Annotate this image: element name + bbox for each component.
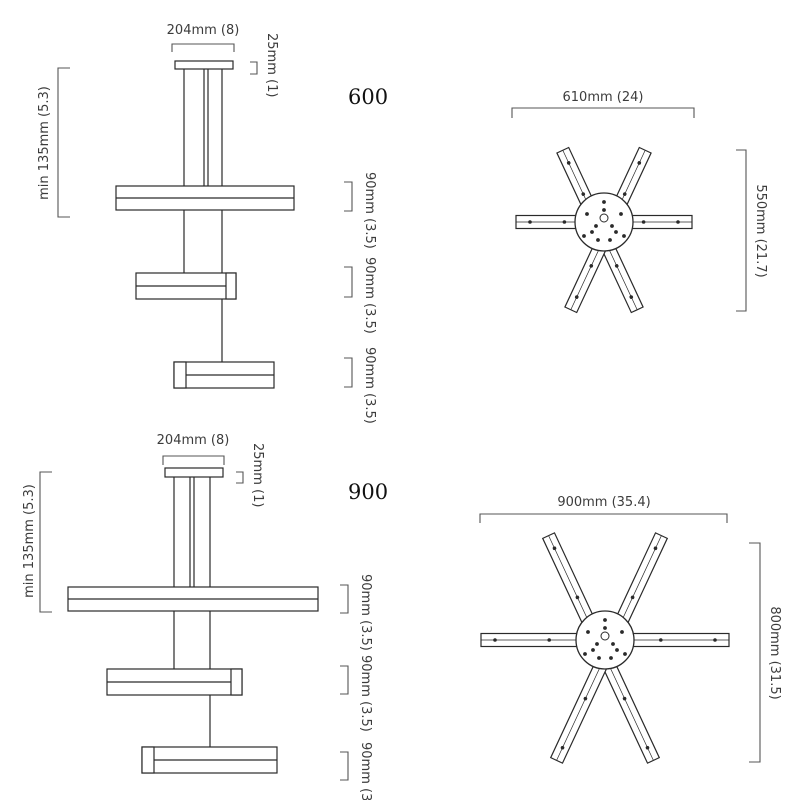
- plan-depth-label: 550mm (21.7): [753, 184, 768, 277]
- screw-hole: [547, 638, 551, 642]
- hub-center-hole: [599, 213, 609, 223]
- screw-hole: [713, 638, 717, 642]
- screw-hole: [614, 264, 619, 268]
- star-light-arms: [480, 532, 730, 764]
- hub-screw-hole: [586, 630, 590, 634]
- screw-hole: [629, 295, 634, 299]
- screw-hole: [589, 264, 594, 268]
- canopy-height-dimension-line: [236, 471, 244, 484]
- canopy-width-dimension-line: [162, 455, 225, 465]
- screw-hole: [641, 220, 646, 224]
- hub-screw-hole: [582, 234, 586, 238]
- screw-hole: [630, 595, 635, 600]
- hub-screw-hole: [619, 212, 623, 216]
- hub-center-hole: [600, 631, 610, 641]
- min-drop-dimension-line: [57, 67, 70, 218]
- tier-height-dimension-line: [344, 181, 353, 212]
- canopy-height-dimension-line: [250, 61, 258, 75]
- plan-depth-dimension-line: [736, 149, 747, 312]
- canopy-width-label: 204mm (8): [157, 433, 230, 448]
- tier-height-label-3: 90mm (3.5): [358, 742, 373, 800]
- hub-screw-hole: [596, 238, 600, 242]
- hub-screw-hole: [583, 652, 587, 656]
- screw-hole: [645, 745, 650, 750]
- screw-hole: [562, 220, 567, 224]
- plan-width-dimension-line: [479, 513, 728, 523]
- screw-hole: [493, 638, 497, 642]
- canopy-height-label: 25mm (1): [264, 33, 279, 97]
- hub-screw-hole: [622, 234, 626, 238]
- plan-width-label: 900mm (35.4): [557, 495, 650, 510]
- screw-hole: [659, 638, 663, 642]
- plan-view-900: 900mm (35.4) 800mm (31.5): [479, 495, 782, 764]
- plan-width-dimension-line: [511, 107, 695, 118]
- model-label: 600: [348, 85, 388, 109]
- screw-hole: [583, 696, 588, 701]
- tier-height-dimension-line: [340, 584, 349, 614]
- min-drop-label: min 135mm (5.3): [22, 484, 37, 598]
- hub-screw-hole: [614, 230, 618, 234]
- hub-screw-hole: [585, 212, 589, 216]
- elevation-900: 204mm (8) 25mm (1) min 135mm (5.3) 90mm …: [22, 433, 373, 800]
- star-light-arms: [515, 146, 693, 314]
- plan-depth-label: 800mm (31.5): [767, 606, 782, 699]
- model-label: 900: [348, 480, 388, 504]
- variant-600: 204mm (8) 25mm (1) min 135mm (5.3): [37, 23, 768, 424]
- hub-screw-hole: [602, 200, 606, 204]
- tier-height-dimension-line: [340, 665, 349, 695]
- light-bar-end-cap: [141, 746, 155, 774]
- screw-hole: [528, 220, 532, 224]
- canopy-height-label: 25mm (1): [250, 443, 265, 507]
- screw-hole: [581, 192, 586, 196]
- hub-screw-hole: [623, 652, 627, 656]
- hub-screw-hole: [597, 656, 601, 660]
- hub-screw-hole: [595, 642, 599, 646]
- hub-screw-hole: [603, 626, 607, 630]
- light-bar-end-cap: [230, 668, 243, 696]
- variant-900: 204mm (8) 25mm (1) min 135mm (5.3) 90mm …: [22, 433, 782, 800]
- light-bar-end-cap: [225, 272, 237, 300]
- hub-screw-hole: [609, 656, 613, 660]
- screw-hole: [622, 696, 627, 701]
- tier-height-label-3: 90mm (3.5): [362, 347, 377, 424]
- hub-screw-hole: [610, 224, 614, 228]
- tier-height-label-2: 90mm (3.5): [362, 257, 377, 334]
- plan-view-600: 610mm (24) 550mm (21.7): [511, 90, 768, 314]
- screw-hole: [575, 595, 580, 600]
- canopy: [164, 467, 224, 478]
- screw-hole: [676, 220, 680, 224]
- hub-screw-hole: [590, 230, 594, 234]
- canopy-width-label: 204mm (8): [167, 23, 240, 38]
- hub-screw-hole: [594, 224, 598, 228]
- screw-hole: [622, 192, 627, 196]
- tier-height-dimension-line: [344, 357, 353, 388]
- canopy-width-dimension-line: [171, 43, 235, 52]
- screw-hole: [560, 745, 565, 750]
- tier-height-label-2: 90mm (3.5): [358, 655, 373, 732]
- hub-screw-hole: [602, 208, 606, 212]
- tier-height-dimension-line: [340, 751, 349, 781]
- elevation-600: 204mm (8) 25mm (1) min 135mm (5.3): [37, 23, 377, 424]
- hub-screw-hole: [603, 618, 607, 622]
- screw-hole: [637, 161, 642, 165]
- tier-height-dimension-line: [344, 266, 353, 298]
- screw-hole: [574, 295, 579, 299]
- light-bar-end-cap: [173, 361, 187, 389]
- hub-screw-hole: [608, 238, 612, 242]
- screw-hole: [653, 546, 658, 551]
- min-drop-label: min 135mm (5.3): [37, 86, 52, 200]
- tier-height-label-1: 90mm (3.5): [358, 574, 373, 651]
- hub-screw-hole: [615, 648, 619, 652]
- plan-width-label: 610mm (24): [563, 90, 644, 105]
- hub-screw-hole: [620, 630, 624, 634]
- hub-screw-hole: [591, 648, 595, 652]
- screw-hole: [552, 546, 557, 551]
- screw-hole: [566, 161, 571, 165]
- tier-height-label-1: 90mm (3.5): [362, 172, 377, 249]
- min-drop-dimension-line: [39, 471, 52, 613]
- hub-screw-hole: [611, 642, 615, 646]
- plan-depth-dimension-line: [749, 542, 761, 763]
- canopy: [174, 60, 234, 70]
